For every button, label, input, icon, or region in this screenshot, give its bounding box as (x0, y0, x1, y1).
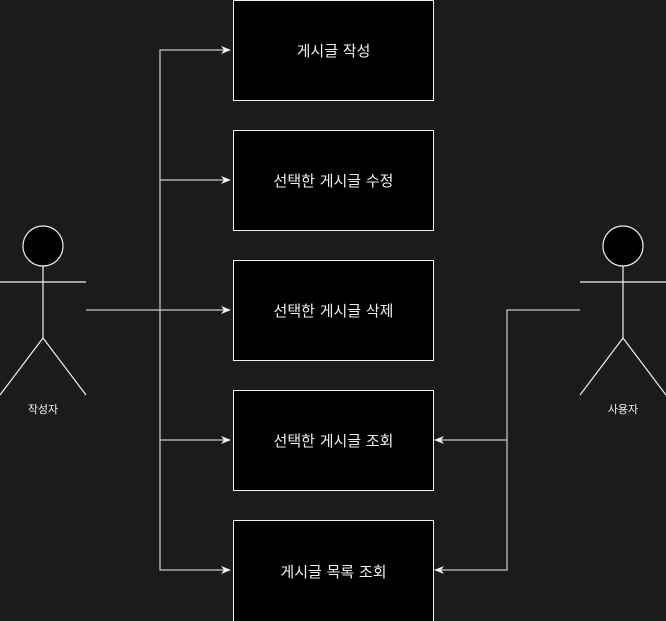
usecase-create-post-label: 게시글 작성 (296, 42, 371, 60)
usecase-edit-post-label: 선택한 게시글 수정 (273, 172, 394, 190)
writer-actor-label: 작성자 (27, 403, 59, 416)
edge-writer-list (159, 310, 231, 574)
user-actor-figure (579, 225, 666, 396)
edge-writer-create (159, 46, 231, 310)
usecase-list-posts-label: 게시글 목록 조회 (280, 562, 387, 581)
user-connectors (434, 309, 580, 574)
writer-actor-figure (0, 225, 87, 396)
writer-connectors (86, 46, 231, 574)
usecase-list-posts[interactable]: 게시글 목록 조회 (233, 520, 434, 621)
usecase-edit-post[interactable]: 선택한 게시글 수정 (233, 130, 434, 231)
usecase-delete-post-label: 선택한 게시글 삭제 (273, 302, 394, 320)
usecase-view-post[interactable]: 선택한 게시글 조회 (233, 390, 434, 491)
usecase-view-post-label: 선택한 게시글 조회 (273, 432, 394, 450)
usecase-delete-post[interactable]: 선택한 게시글 삭제 (233, 260, 434, 361)
user-actor-label: 사용자 (607, 403, 639, 416)
usecase-create-post[interactable]: 게시글 작성 (233, 0, 434, 101)
